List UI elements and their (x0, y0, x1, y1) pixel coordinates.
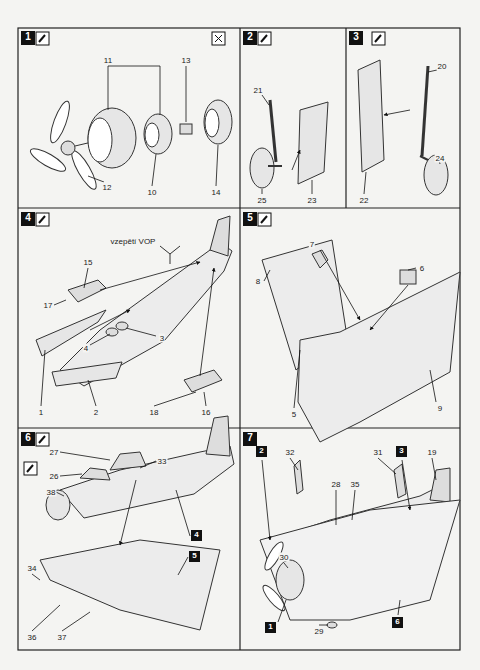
callout-number: 11 (103, 56, 113, 65)
step-number: 3 (396, 446, 407, 455)
step-badge: 1 (265, 622, 276, 633)
step-number: 2 (256, 446, 267, 455)
step-badge: 6 (392, 617, 403, 628)
step-badge: 5 (189, 551, 200, 562)
step-badge: 3 (349, 31, 363, 45)
step-badge: 2 (256, 446, 267, 457)
callout-number: 35 (350, 480, 361, 489)
callout-number: 28 (331, 480, 342, 489)
callout-number: 34 (27, 564, 38, 573)
callout-number: 33 (157, 457, 168, 466)
step-number: 6 (392, 617, 403, 626)
callout-number: 2 (93, 408, 99, 417)
callout-number: 27 (49, 448, 60, 457)
callout-number: 9 (437, 404, 443, 413)
step-number: 2 (243, 31, 257, 43)
callout-number: 15 (83, 258, 94, 267)
step-badge: 7 (243, 432, 257, 446)
callout-number: 21 (253, 86, 264, 95)
callout-number: 26 (49, 472, 60, 481)
callout-number: 30 (279, 553, 290, 562)
callout-number: 4 (83, 344, 89, 353)
callout-number: 23 (307, 196, 318, 205)
step-number: 4 (191, 530, 202, 539)
callout-number: 14 (211, 188, 222, 197)
step-badge: 4 (21, 212, 35, 226)
callout-number: 18 (149, 408, 160, 417)
callout-number: 7 (309, 240, 315, 249)
callout-number: 22 (359, 196, 370, 205)
callout-number: 19 (427, 448, 438, 457)
step-number: 1 (265, 622, 276, 631)
callout-number: 5 (291, 410, 297, 419)
step-number: 5 (189, 551, 200, 560)
callout-number: 31 (373, 448, 384, 457)
callout-number: 10 (147, 188, 158, 197)
callout-number: 3 (159, 334, 165, 343)
step-number: 3 (349, 31, 363, 43)
step-badge: 4 (191, 530, 202, 541)
callout-number: 36 (27, 633, 38, 642)
callout-number: 6 (419, 264, 425, 273)
step-number: 7 (243, 432, 257, 444)
step-number: 1 (21, 31, 35, 43)
step-number: 4 (21, 212, 35, 224)
callout-number: 25 (257, 196, 268, 205)
callout-number: 1 (38, 408, 44, 417)
callout-number: 8 (255, 277, 261, 286)
step-badge: 6 (21, 432, 35, 446)
callout-number: 17 (43, 301, 54, 310)
callout-number: 20 (437, 62, 448, 71)
callout-number: 16 (201, 408, 212, 417)
callout-number: 32 (285, 448, 296, 457)
callout-number: 38 (46, 488, 57, 497)
callout-number: 12 (102, 183, 113, 192)
step-badge: 3 (396, 446, 407, 457)
step-badge: 1 (21, 31, 35, 45)
step-number: 6 (21, 432, 35, 444)
callout-number: 29 (314, 627, 325, 636)
callout-number: 13 (181, 56, 192, 65)
step-badge: 5 (243, 212, 257, 226)
callout-number: 24 (435, 154, 446, 163)
step-number: 5 (243, 212, 257, 224)
callout-number: vzepětí VOP (110, 237, 157, 246)
step-badge: 2 (243, 31, 257, 45)
callout-number: 37 (57, 633, 68, 642)
